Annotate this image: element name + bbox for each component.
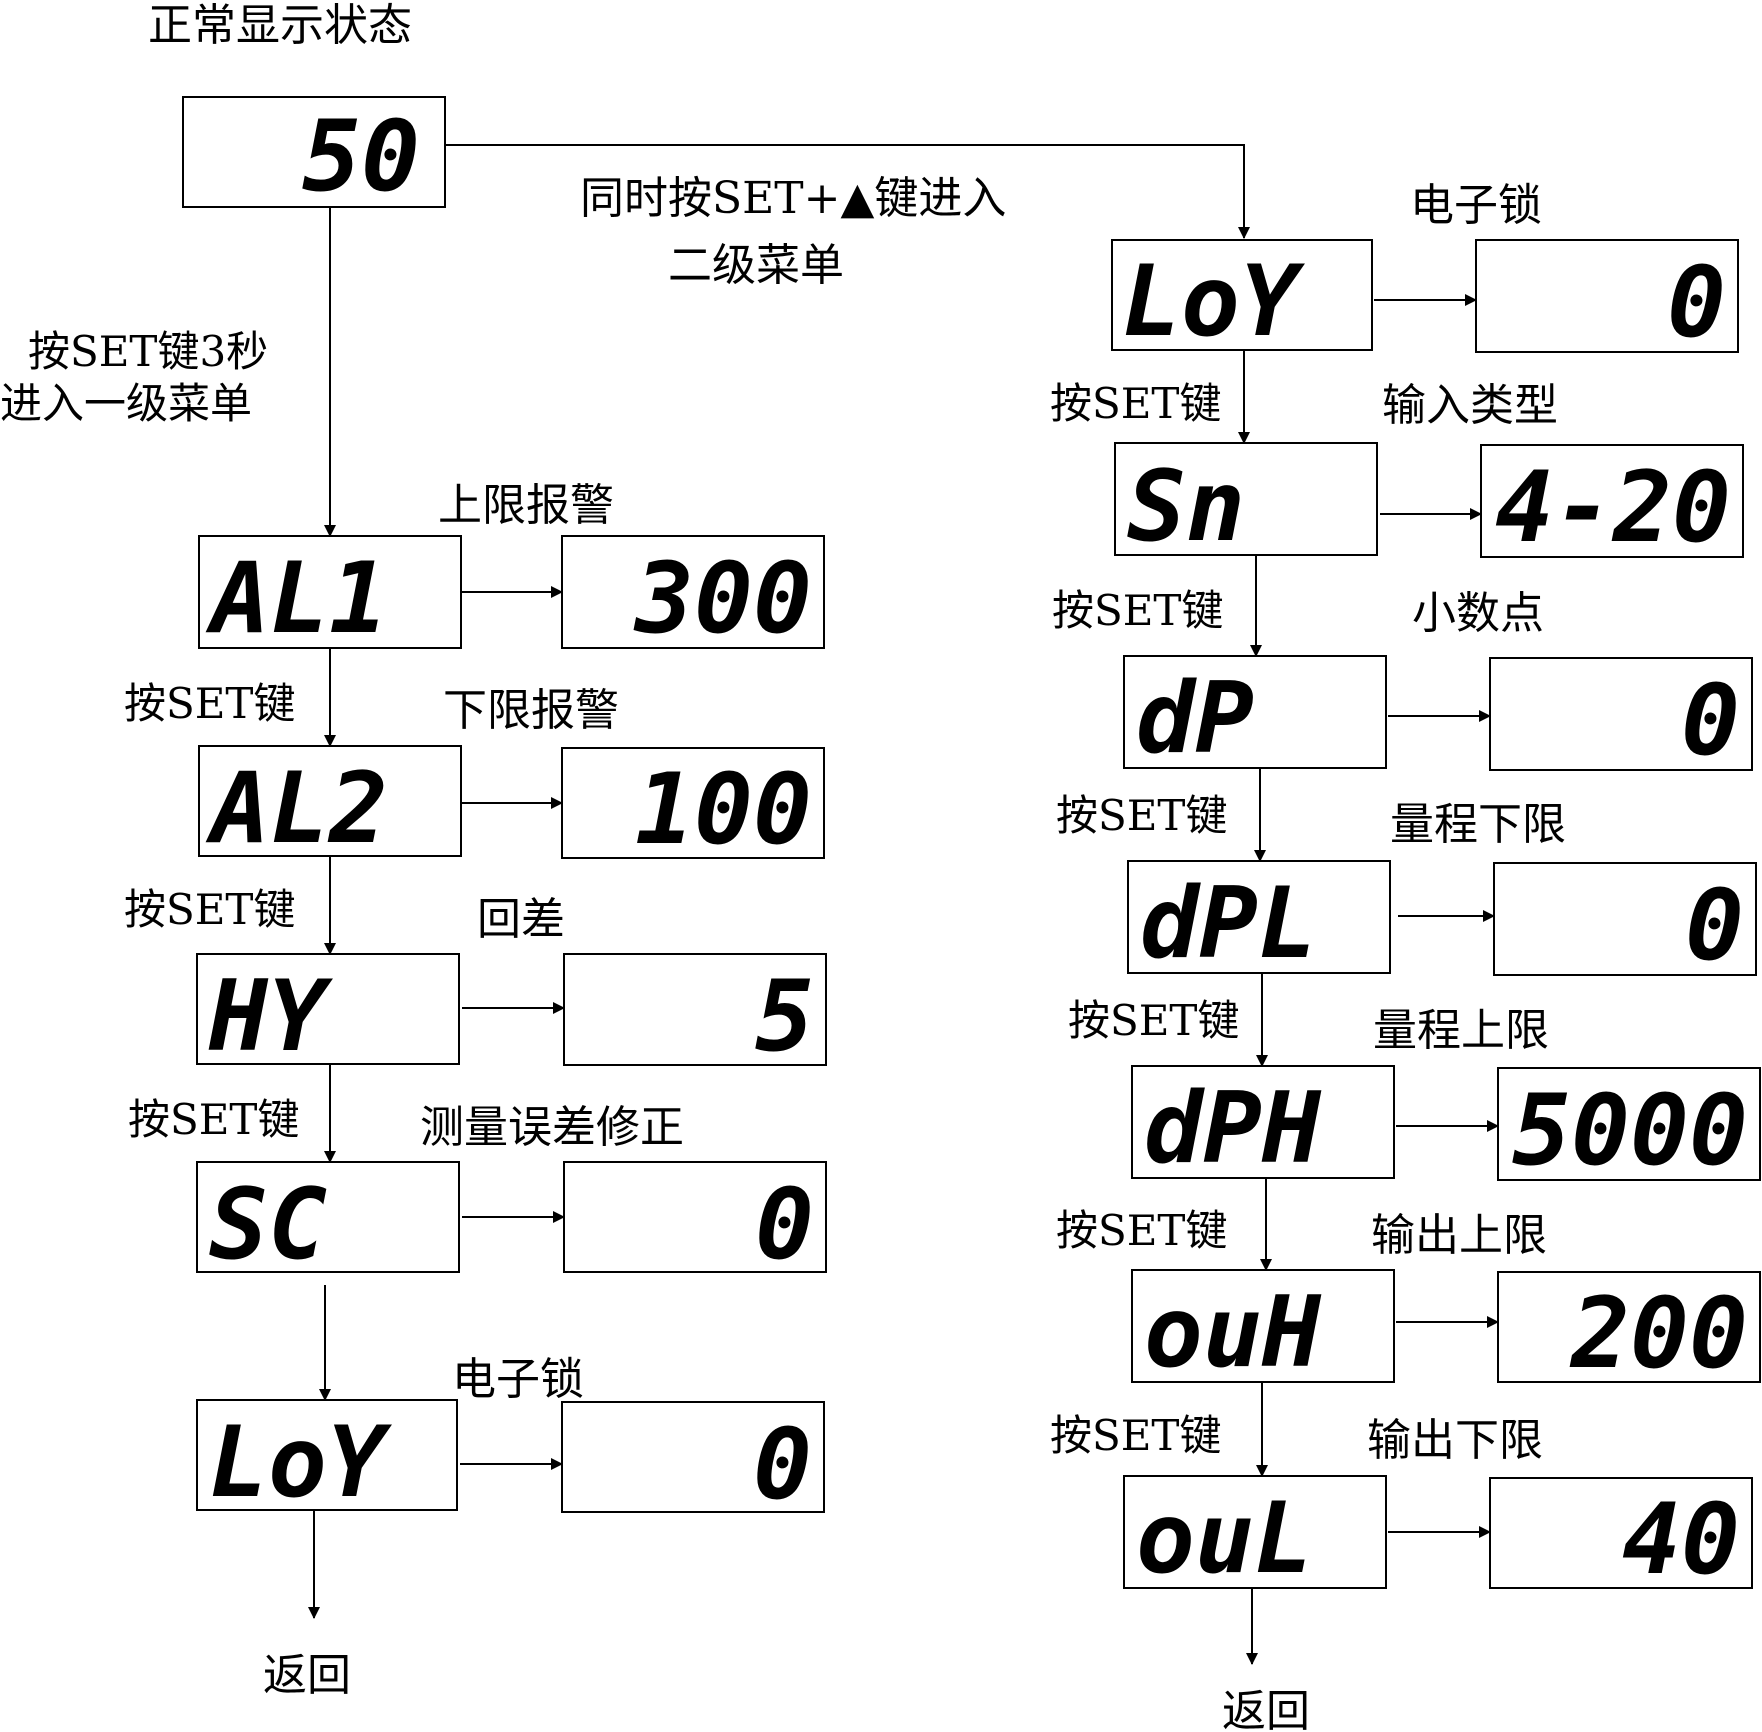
- level2-param-box-3: [1123, 655, 1387, 769]
- start-display: 50: [182, 96, 446, 214]
- step-key-l2-2: 按SET键: [1052, 586, 1223, 635]
- level1-param-box-3: [196, 953, 460, 1065]
- level2-value-5: 5000: [1512, 1074, 1748, 1188]
- level1-param-5: LoY: [209, 1406, 392, 1520]
- level2-value-2: 4-20: [1495, 451, 1731, 565]
- level2-caption-3: 小数点: [1412, 588, 1544, 639]
- step-key-l1-2: 按SET键: [124, 885, 295, 934]
- level2-caption-5: 量程上限: [1373, 1005, 1549, 1056]
- level1-value-3: 5: [755, 960, 814, 1074]
- level2-value-box-6: [1497, 1271, 1761, 1383]
- step-key-l2-5: 按SET键: [1056, 1206, 1227, 1255]
- level1-value-box-1: [561, 535, 825, 649]
- level2-param-box-5: [1131, 1065, 1395, 1179]
- level1-value-box-3: [563, 953, 827, 1066]
- step-key-l2-3: 按SET键: [1056, 791, 1227, 840]
- step-key-l1-1: 按SET键: [124, 679, 295, 728]
- level2-return: 返回: [1222, 1686, 1310, 1732]
- level1-return: 返回: [263, 1650, 351, 1701]
- level1-value-5: 0: [753, 1408, 812, 1522]
- level1-param-box-4: [196, 1161, 460, 1273]
- level2-value-6: 200: [1569, 1277, 1748, 1391]
- level2-param-5: dPH: [1144, 1072, 1322, 1186]
- arrow-to-level2: [445, 144, 1250, 239]
- level1-param-1: AL1: [205, 542, 388, 656]
- level1-entry-line1: 按SET键3秒: [28, 327, 268, 376]
- level2-param-4: dPL: [1140, 867, 1317, 981]
- level2-caption-6: 输出上限: [1371, 1210, 1547, 1261]
- level2-caption-4: 量程下限: [1390, 799, 1566, 850]
- normal-display-label: 正常显示状态: [148, 0, 412, 51]
- level2-entry-line2: 二级菜单: [668, 240, 844, 291]
- level2-caption-7: 输出下限: [1367, 1415, 1543, 1466]
- level1-value-2: 100: [635, 753, 812, 867]
- level2-param-1: LoY: [1122, 245, 1305, 359]
- level1-value-4: 0: [755, 1168, 814, 1282]
- level1-entry-line2: 进入一级菜单: [0, 379, 252, 428]
- level2-param-box-7: [1123, 1475, 1387, 1589]
- level2-value-box-1: [1475, 239, 1739, 353]
- level2-param-2: Sn: [1127, 450, 1245, 564]
- step-key-l2-6: 按SET键: [1050, 1411, 1221, 1460]
- level2-value-1: 0: [1667, 246, 1726, 360]
- step-key-l2-4: 按SET键: [1068, 996, 1239, 1045]
- level1-value-1: 300: [633, 542, 812, 656]
- level1-value-box-5: [561, 1401, 825, 1513]
- level2-value-box-4: [1493, 862, 1757, 976]
- level1-caption-2: 下限报警: [443, 685, 619, 736]
- level2-param-box-2: [1114, 442, 1378, 556]
- level1-param-box-2: [198, 745, 462, 857]
- level2-caption-1: 电子锁: [1410, 180, 1542, 231]
- level1-param-3: HY: [208, 960, 333, 1074]
- level2-value-4: 0: [1685, 869, 1744, 983]
- level2-value-box-5: [1497, 1067, 1761, 1181]
- level2-param-6: ouH: [1144, 1276, 1322, 1390]
- start-display-value: 50: [302, 100, 420, 214]
- level1-param-2: AL2: [205, 752, 388, 866]
- level1-caption-5: 电子锁: [452, 1354, 584, 1405]
- level1-param-box-1: [198, 535, 462, 649]
- level1-param-4: SC: [209, 1168, 327, 1282]
- level2-param-box-4: [1127, 860, 1391, 974]
- level2-param-3: dP: [1136, 662, 1254, 776]
- level2-param-box-6: [1131, 1269, 1395, 1383]
- level2-value-box-7: [1489, 1477, 1753, 1589]
- step-key-l1-3: 按SET键: [128, 1095, 299, 1144]
- level2-value-box-2: [1480, 444, 1744, 558]
- level2-value-7: 40: [1622, 1483, 1740, 1597]
- level1-caption-3: 回差: [477, 894, 565, 945]
- level2-caption-2: 输入类型: [1382, 380, 1558, 431]
- step-key-l2-1: 按SET键: [1050, 379, 1221, 428]
- level2-param-7: ouL: [1136, 1482, 1313, 1596]
- level1-param-box-5: [196, 1399, 458, 1511]
- level2-value-box-3: [1489, 657, 1753, 771]
- level1-value-box-2: [561, 747, 825, 859]
- level1-caption-1: 上限报警: [438, 480, 614, 531]
- level1-value-box-4: [563, 1161, 827, 1273]
- level2-param-box-1: [1111, 239, 1373, 351]
- level2-value-3: 0: [1681, 664, 1740, 778]
- level2-entry-line1: 同时按SET+▲键进入: [580, 173, 1006, 224]
- level1-caption-4: 测量误差修正: [420, 1102, 684, 1153]
